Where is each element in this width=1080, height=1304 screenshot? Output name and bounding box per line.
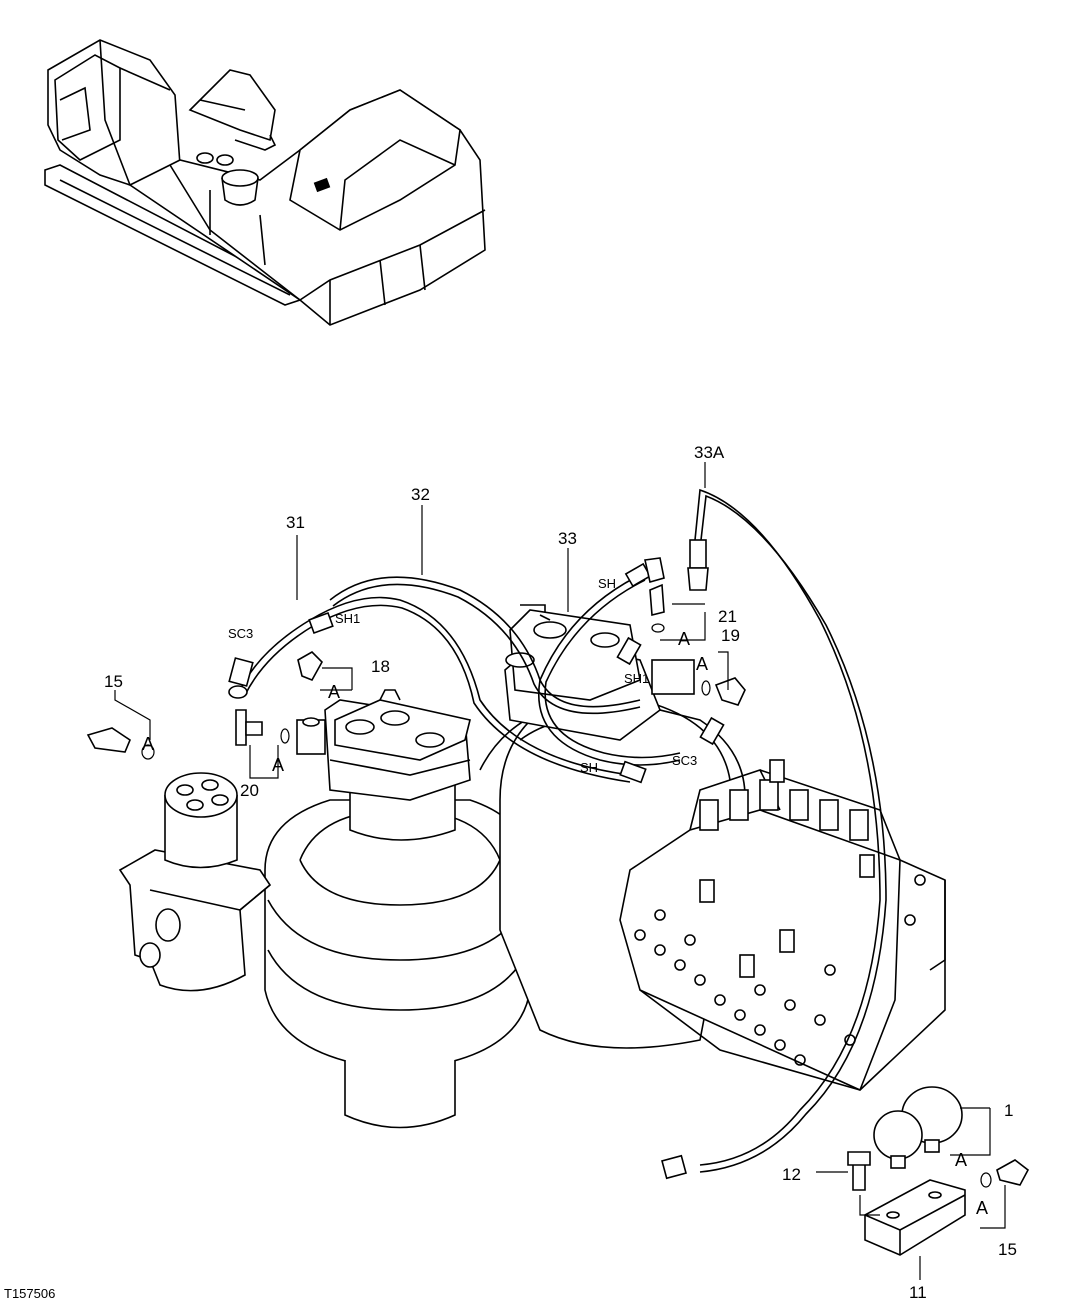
valve-spool-group [699, 759, 875, 978]
callout-21: 21 [718, 607, 737, 626]
callout-18: 18 [371, 657, 390, 676]
port-label-sh1-left: SH1 [335, 611, 360, 626]
detail-marker-a-18: A [328, 682, 340, 702]
callout-labels: 1 11 12 15 15 18 19 20 21 31 32 33 33A [104, 443, 1017, 1302]
detail-marker-a-21: A [678, 629, 690, 649]
port-label-sc3-right: SC3 [672, 753, 697, 768]
leader-lines [114, 462, 1006, 1280]
callout-19: 19 [721, 626, 740, 645]
accumulator-assembly-illustration [847, 1086, 1030, 1256]
detail-marker-a-1: A [955, 1150, 967, 1170]
swing-motor-illustration [264, 689, 531, 1129]
port-label-sh-mid: SH [580, 760, 598, 775]
callout-31: 31 [286, 513, 305, 532]
callout-33a: 33A [694, 443, 725, 462]
detail-marker-a-20: A [272, 755, 284, 775]
figure-id: T157506 [4, 1286, 55, 1301]
port-label-sc3-left: SC3 [228, 626, 253, 641]
detail-marker-a-19: A [696, 654, 708, 674]
detail-marker-a-15-left: A [142, 734, 154, 754]
excavator-overview-illustration [44, 39, 486, 326]
callout-1: 1 [1004, 1101, 1013, 1120]
callout-33: 33 [558, 529, 577, 548]
hydraulic-hoses [86, 488, 887, 1180]
port-labels: SC3 SH1 SH SH1 SH SC3 [228, 576, 697, 775]
callout-11: 11 [909, 1283, 927, 1302]
port-label-sh1-right: SH1 [624, 671, 649, 686]
center-joint-illustration [118, 772, 272, 992]
swing-motor-rear-illustration [479, 604, 746, 1049]
detail-marker-a-15-right: A [976, 1198, 988, 1218]
callout-15-left: 15 [104, 672, 123, 691]
detail-a-markers: A A A A A A A [142, 629, 988, 1218]
callout-15-right: 15 [998, 1240, 1017, 1259]
callout-32: 32 [411, 485, 430, 504]
callout-20: 20 [240, 781, 259, 800]
port-label-sh-top: SH [598, 576, 616, 591]
valve-port-holes [634, 874, 926, 1066]
callout-12: 12 [782, 1165, 801, 1184]
